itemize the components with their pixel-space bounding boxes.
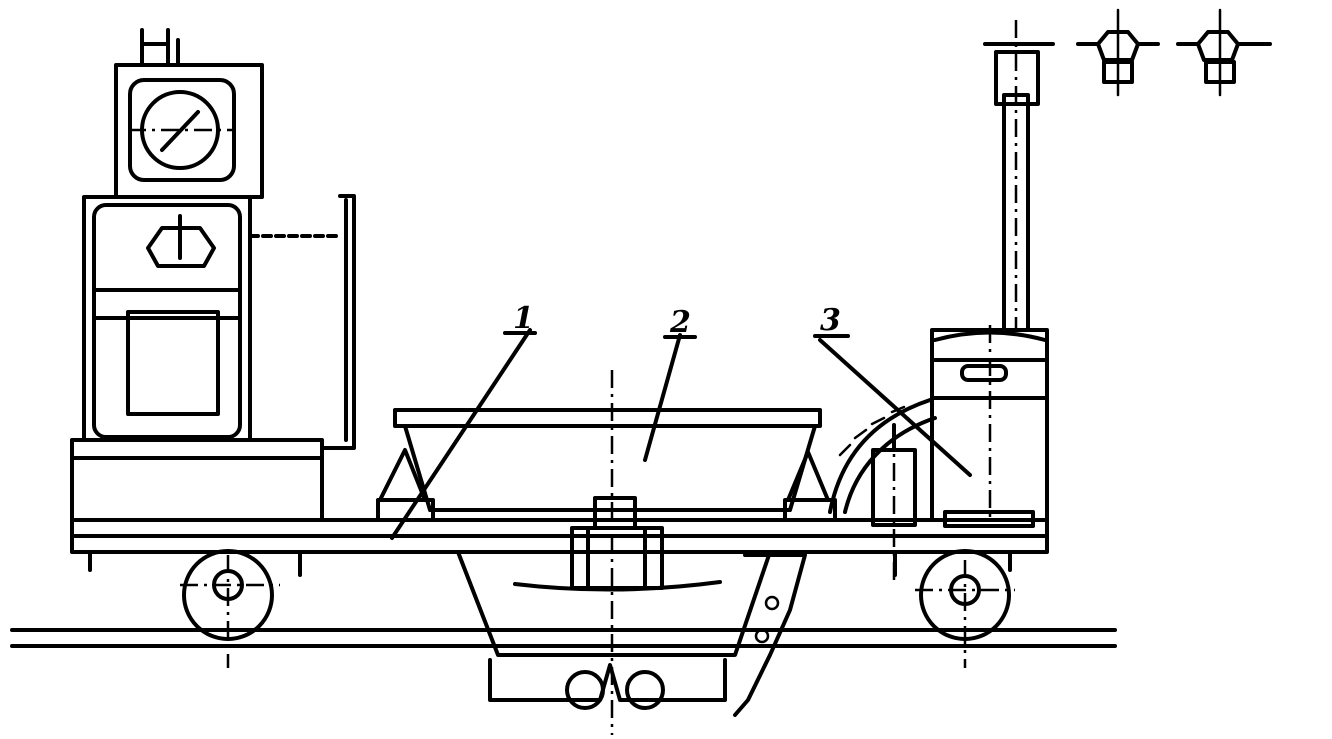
callout-3-leader — [818, 338, 972, 477]
lamp-head-icon — [1176, 8, 1272, 97]
callout-2-leader — [643, 333, 682, 462]
callout-1-label: 1 — [513, 301, 534, 336]
cylinder — [871, 423, 917, 580]
tank — [930, 325, 1049, 528]
callout-1-leader — [390, 328, 532, 540]
hose — [828, 398, 937, 514]
right-wheel — [915, 549, 1015, 668]
rail-track — [10, 628, 1117, 648]
lamp-head-icon — [1076, 8, 1160, 97]
callout-3-label: 3 — [820, 303, 841, 338]
callout-2-label: 2 — [669, 305, 691, 340]
lamp-mast — [983, 20, 1055, 332]
center-fixture — [456, 496, 807, 717]
operator-cabin — [82, 28, 356, 450]
left-wheel — [180, 549, 280, 668]
trough — [376, 408, 837, 522]
platform-frame — [70, 438, 1049, 577]
